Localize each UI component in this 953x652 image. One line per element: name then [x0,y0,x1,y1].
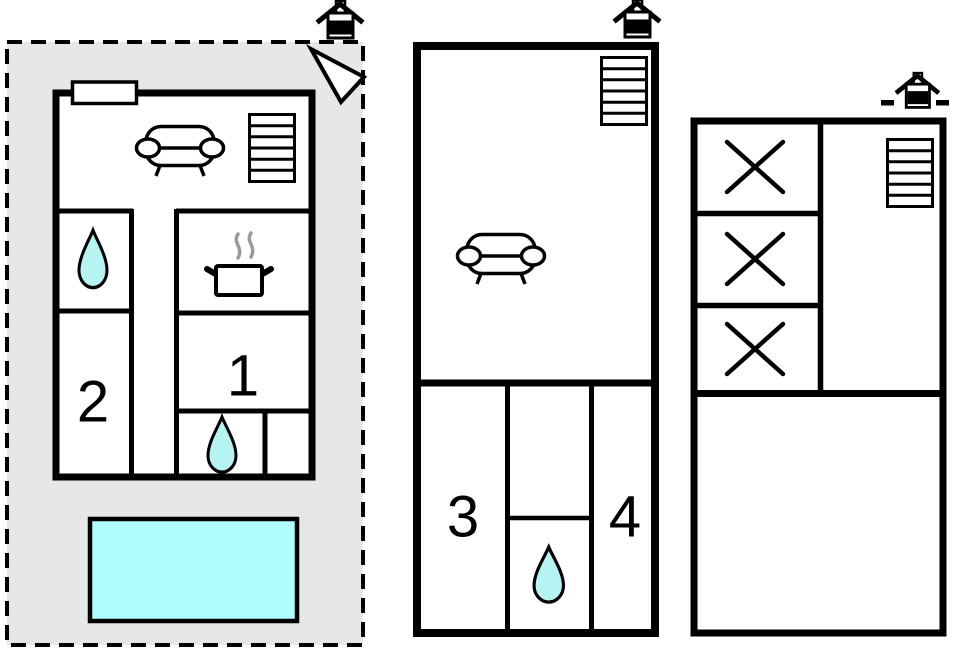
house-icon [319,1,361,38]
room-label-3: 3 [447,485,479,550]
pool-rect [87,516,300,624]
house-icon [881,73,949,107]
building-main: 1 2 [52,80,316,481]
stairs-icon [886,138,934,208]
interior-walls [691,118,943,397]
stove-pot-icon [204,231,274,297]
interior-walls [413,379,659,633]
interior-walls [53,208,312,477]
exterior-wall [413,42,659,637]
room-label-2: 2 [77,370,109,435]
room-label-4: 4 [609,485,641,550]
room-label-1: 1 [227,344,259,409]
house-icon [616,0,658,37]
stairs-icon [600,56,648,126]
north-arrow-icon [305,44,368,106]
building-middle: 3 4 [413,42,659,637]
building-right [690,117,947,637]
stairs-icon [248,113,296,183]
window-rect [70,80,139,106]
